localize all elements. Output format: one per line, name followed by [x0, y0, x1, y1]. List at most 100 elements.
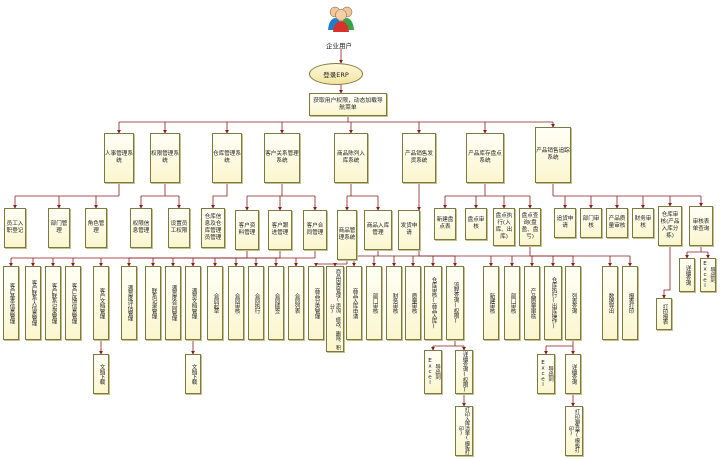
node-inbound-export-excel[interactable]: 导出到Excel [424, 350, 442, 394]
module-crm[interactable]: 客户关系管理系统 [264, 133, 300, 183]
node-label: 客户联系记录管理 [50, 282, 57, 324]
node-customer-followup[interactable]: 客户跟进管理 [268, 210, 292, 250]
node-sales-detail-query[interactable]: 详细查询 [565, 354, 581, 394]
node-review-query[interactable]: 审核表单查询 [689, 206, 713, 246]
node-goods-class-edit[interactable]: 商品因类管理(添加、修改、删除、积分) [326, 266, 344, 352]
module-sales-shipping[interactable]: 产品销售发货系统 [402, 133, 436, 183]
node-check-query[interactable]: 盘点查询(盘盈、盘亏) [519, 208, 541, 246]
node-label: 部门审核 [371, 292, 378, 314]
node-satisfaction-eval[interactable]: 满意度评估管理 [121, 266, 137, 340]
node-recall-request[interactable]: 追货申请 [554, 208, 576, 238]
node-label: 权限信息管理 [132, 221, 150, 234]
node-check-review[interactable]: 盘点审核 [465, 208, 487, 240]
node-contract-draft[interactable]: 合同起草 [207, 266, 223, 340]
module-inventory-check[interactable]: 产品库存盘点系统 [466, 133, 504, 183]
node-check-execute[interactable]: 盘点执行(入库、出库) [493, 208, 515, 246]
node-goods-category[interactable]: 商品分类管理 [308, 266, 324, 340]
node-department-mgmt[interactable]: 部门管理 [48, 208, 70, 248]
auth-menu-label: 获取用户权限，动态加载导航菜单 [313, 97, 383, 111]
node-customer-contact[interactable]: 客户联系人信息管理 [25, 266, 41, 340]
login-erp-node[interactable]: 登录ERP [309, 63, 363, 85]
node-print-inbound-list[interactable]: 打印入库清单(模板打印) [455, 406, 473, 456]
module-hr[interactable]: 人事管理系统 [104, 133, 134, 183]
node-warehouse-outbound[interactable]: 仓库执行(出库操作) [544, 266, 562, 340]
node-contract-review[interactable]: 合同审核 [228, 266, 244, 340]
node-customer-contact-log[interactable]: 客户联系记录管理 [45, 266, 61, 340]
node-goods-inbound-mgmt[interactable]: 商品入库管理 [364, 210, 392, 250]
node-label: 商品入库申请 [351, 287, 358, 319]
node-dept-review[interactable]: 部门审核 [580, 208, 602, 238]
node-new-review[interactable]: 新建审核 [483, 266, 499, 340]
node-role-mgmt[interactable]: 角色管理 [85, 208, 107, 248]
node-print-sales-sheet[interactable]: 打印销售单(模板打印) [565, 406, 583, 456]
node-label: 联系记录管理 [150, 287, 157, 319]
auth-menu-node[interactable]: 获取用户权限，动态加载导航菜单 [309, 93, 387, 116]
node-label: 满意文档管理 [190, 287, 197, 319]
node-inbound-finance-review[interactable]: 财务审核 [386, 266, 402, 340]
node-inbound-dept-review[interactable]: 部门审核 [366, 266, 382, 340]
node-doc-download-2[interactable]: 文档下载 [185, 354, 201, 394]
node-set-permission[interactable]: 设置员工权限 [168, 208, 190, 248]
node-warehouse-review[interactable]: 仓库审核(产品入库分拣) [658, 206, 682, 246]
node-new-check-sheet[interactable]: 新建盘点表 [434, 208, 456, 240]
node-label: 客户文档管理 [98, 287, 105, 319]
node-label: 详细查询 [570, 363, 577, 385]
node-label: 合同审核 [233, 292, 240, 314]
node-label: 客户联系人信息管理 [30, 280, 37, 326]
node-permission-info[interactable]: 权限信息管理 [130, 208, 152, 248]
node-customer-docs[interactable]: 客户文档管理 [93, 266, 109, 340]
node-goods-mgmt[interactable]: 商品管理系统 [337, 210, 357, 260]
node-report-print[interactable]: 报表打印 [622, 266, 638, 340]
node-sales-dept-review[interactable]: 部门审核 [504, 266, 520, 340]
module-warehouse[interactable]: 仓库管理系统 [212, 133, 242, 183]
node-print-report[interactable]: 打印报表 [656, 298, 672, 330]
module-label: 人事管理系统 [105, 151, 133, 164]
node-goods-inbound-request[interactable]: 商品入库申请 [346, 266, 362, 340]
node-label: 合同执行 [253, 292, 260, 314]
node-inbound-detail-query[interactable]: 详细查询(权限) [455, 350, 473, 394]
node-label: 合同起草 [212, 292, 219, 314]
module-permission[interactable]: 权限管理系统 [150, 133, 180, 183]
node-sales-quality-review[interactable]: 产品质量审核 [524, 266, 540, 340]
node-contract-execute[interactable]: 合同执行 [248, 266, 264, 340]
node-contact-record[interactable]: 联系记录管理 [145, 266, 161, 340]
node-contract-list[interactable]: 合同列表 [288, 266, 304, 340]
login-erp-label: 登录ERP [323, 71, 349, 79]
node-export-excel[interactable]: 导出到Excel [700, 258, 716, 292]
node-label: 盘点查询(盘盈、盘亏) [521, 213, 539, 240]
node-label: 产品质量审核 [608, 216, 626, 229]
node-warehouse-info[interactable]: 仓库信息及仓库管理员管理 [201, 208, 225, 248]
node-label: 列表查询 [570, 292, 577, 314]
node-label: 发货申请 [400, 223, 418, 236]
node-satisfaction-docs[interactable]: 满意文档管理 [185, 266, 201, 340]
node-shipping-request[interactable]: 发货申请 [398, 210, 420, 250]
node-label: 流程查询(权限) [452, 282, 459, 324]
connector [211, 183, 228, 209]
node-label: 仓库执行(出库操作) [550, 277, 557, 329]
node-doc-download-1[interactable]: 文档下载 [93, 354, 109, 394]
node-label: 满意度评估管理 [126, 285, 133, 321]
node-inbound-warehouse-review[interactable]: 仓库审核(商品入库) [424, 266, 442, 340]
node-label: 角色管理 [87, 221, 105, 234]
node-employee-onboard[interactable]: 员工入职登记 [4, 208, 26, 248]
node-inbound-quality-review[interactable]: 质量审核 [405, 266, 421, 340]
node-customer-profile[interactable]: 客户资料管理 [235, 210, 259, 250]
node-data-export[interactable]: 数据导出 [602, 266, 618, 340]
node-detail-query[interactable]: 详细查询 [679, 258, 695, 292]
module-sales-tracking[interactable]: 产品销售追踪系统 [535, 127, 571, 183]
node-quality-review[interactable]: 产品质量审核 [606, 208, 628, 238]
node-contract-renew[interactable]: 合同续签 [268, 266, 284, 340]
node-finance-review[interactable]: 财务审核 [632, 208, 654, 238]
module-label: 权限管理系统 [151, 151, 179, 164]
module-goods-inbound[interactable]: 商品陈列入库系统 [334, 133, 368, 183]
node-process-query[interactable]: 流程查询(权限) [446, 266, 464, 340]
node-sales-export-excel[interactable]: 导出到Excel [537, 354, 555, 394]
node-label: 合同续签 [273, 292, 280, 314]
node-customer-feedback[interactable]: 客户反馈信息管理 [65, 266, 81, 340]
node-customer-contract[interactable]: 客户合同管理 [303, 210, 327, 250]
node-list-query[interactable]: 列表查询 [565, 266, 581, 340]
node-label: 财务审核 [634, 216, 652, 229]
node-satisfaction-contract[interactable]: 满意度合同管理 [165, 266, 181, 340]
node-customer-basic-info[interactable]: 客户基本信息管理 [3, 266, 19, 340]
node-label: 商品因类管理(添加、修改、删除、积分) [329, 268, 341, 350]
